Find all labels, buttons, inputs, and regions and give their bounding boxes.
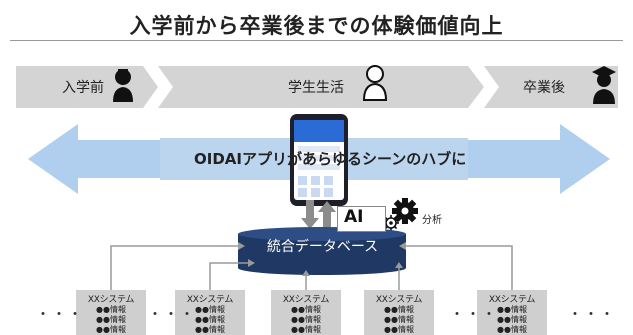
system-info-item: ●●情報	[291, 325, 321, 334]
system-info-item: ●●情報	[497, 305, 527, 314]
system-box: XXシステム ●●情報 ●●情報 ●●情報	[175, 290, 245, 335]
graduate-icon	[592, 66, 616, 104]
system-info-item: ●●情報	[291, 315, 321, 324]
system-info-item: ●●情報	[195, 315, 225, 324]
ellipsis: ・・・	[36, 307, 84, 323]
smartphone-app-icon	[290, 114, 348, 206]
database-label: 統合データベース	[266, 239, 379, 255]
ai-badge	[337, 206, 386, 232]
hub-banner-label: OIDAIアプリがあらゆるシーンのハブに	[194, 150, 467, 168]
system-title: XXシステム	[186, 295, 234, 305]
system-title: XXシステム	[375, 295, 423, 305]
system-title: XXシステム	[488, 295, 536, 305]
stage-label-after-graduation: 卒業後	[523, 80, 565, 96]
system-info-item: ●●情報	[96, 315, 126, 324]
system-info-item: ●●情報	[96, 325, 126, 334]
system-box: XXシステム ●●情報 ●●情報 ●●情報	[364, 290, 434, 335]
stage-after-graduation-shape	[484, 66, 618, 108]
system-info-item: ●●情報	[195, 325, 225, 334]
system-info-item: ●●情報	[291, 305, 321, 314]
system-info-item: ●●情報	[96, 305, 126, 314]
system-box: XXシステム ●●情報 ●●情報 ●●情報	[271, 290, 341, 335]
system-info-item: ●●情報	[384, 325, 414, 334]
ellipsis: ・・・	[450, 307, 498, 323]
ai-label: AI	[344, 207, 364, 227]
system-info-item: ●●情報	[497, 325, 527, 334]
system-info-item: ●●情報	[195, 305, 225, 314]
diagram-title: 入学前から卒業後までの体験価値向上	[129, 14, 504, 38]
system-title: XXシステム	[87, 295, 135, 305]
student-icon-life	[362, 65, 388, 101]
system-info-item: ●●情報	[497, 315, 527, 324]
system-title: XXシステム	[282, 295, 330, 305]
integrated-database-cylinder	[238, 227, 406, 275]
system-info-item: ●●情報	[384, 305, 414, 314]
system-info-item: ●●情報	[384, 315, 414, 324]
connector-arrowheads	[238, 242, 406, 276]
ellipsis: ・・・	[148, 307, 196, 323]
phone-database-sync-arrows	[301, 200, 336, 230]
ellipsis: ・・・	[568, 307, 616, 323]
system-connectors	[110, 245, 513, 290]
system-box: XXシステム ●●情報 ●●情報 ●●情報	[76, 290, 146, 335]
stage-label-pre-enrollment: 入学前	[62, 80, 104, 96]
gear-icon-large	[392, 198, 418, 224]
title-divider	[10, 40, 623, 41]
analysis-label: 分析	[422, 215, 442, 226]
student-icon-pre	[113, 69, 133, 102]
stage-label-student-life: 学生生活	[288, 80, 344, 96]
stage-student-life-shape	[158, 66, 484, 108]
system-box: XXシステム ●●情報 ●●情報 ●●情報	[477, 290, 547, 335]
